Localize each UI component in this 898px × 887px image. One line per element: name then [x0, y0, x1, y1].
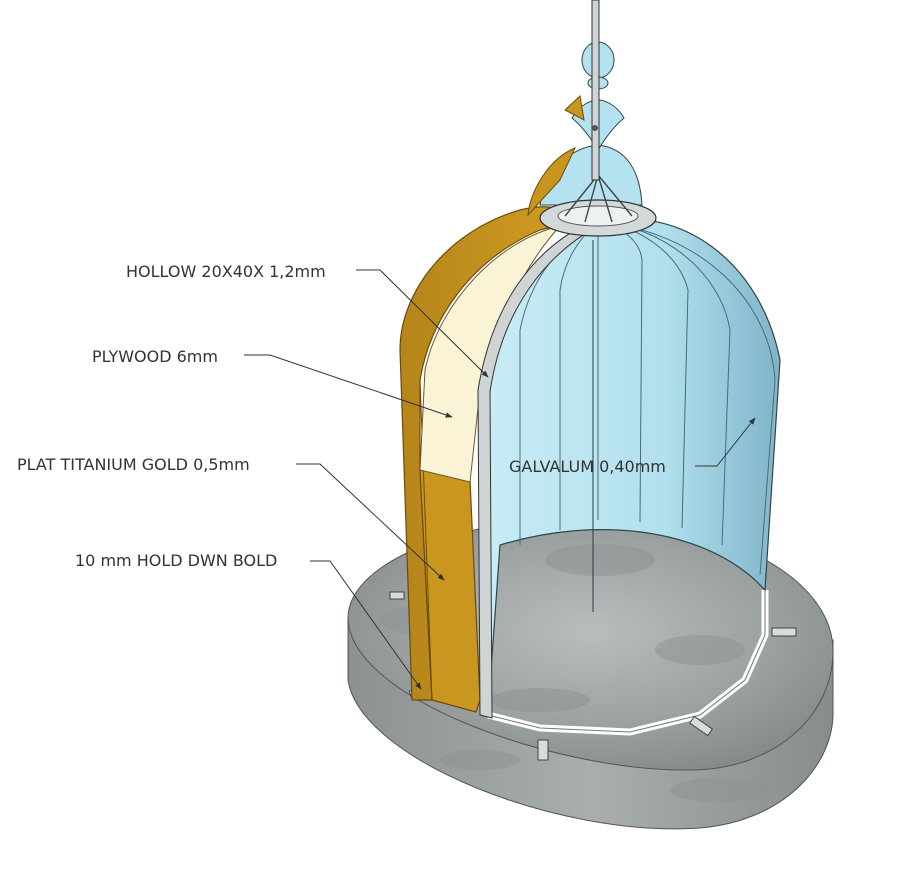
leader-lines — [244, 269, 756, 690]
leader-galvalum — [695, 417, 756, 467]
bolt-icon — [537, 739, 549, 761]
bolt-icon — [688, 715, 714, 737]
callout-galvalum: GALVALUM 0,40mm — [509, 457, 666, 476]
callout-hollow: HOLLOW 20X40X 1,2mm — [126, 262, 326, 281]
spire-rod — [591, 0, 600, 181]
bolt-icon — [771, 627, 797, 637]
leader-plat — [296, 463, 445, 581]
callout-hold-down-bolt: 10 mm HOLD DWN BOLD — [75, 551, 278, 570]
leader-plywood — [244, 354, 453, 418]
finial — [564, 0, 625, 181]
top-cupola — [527, 144, 657, 237]
callout-plat-titanium: PLAT TITANIUM GOLD 0,5mm — [17, 455, 250, 474]
bolt-icon — [389, 591, 405, 600]
leader-bolt — [310, 560, 422, 690]
callout-plywood: PLYWOOD 6mm — [92, 347, 218, 366]
leader-hollow — [356, 269, 489, 378]
